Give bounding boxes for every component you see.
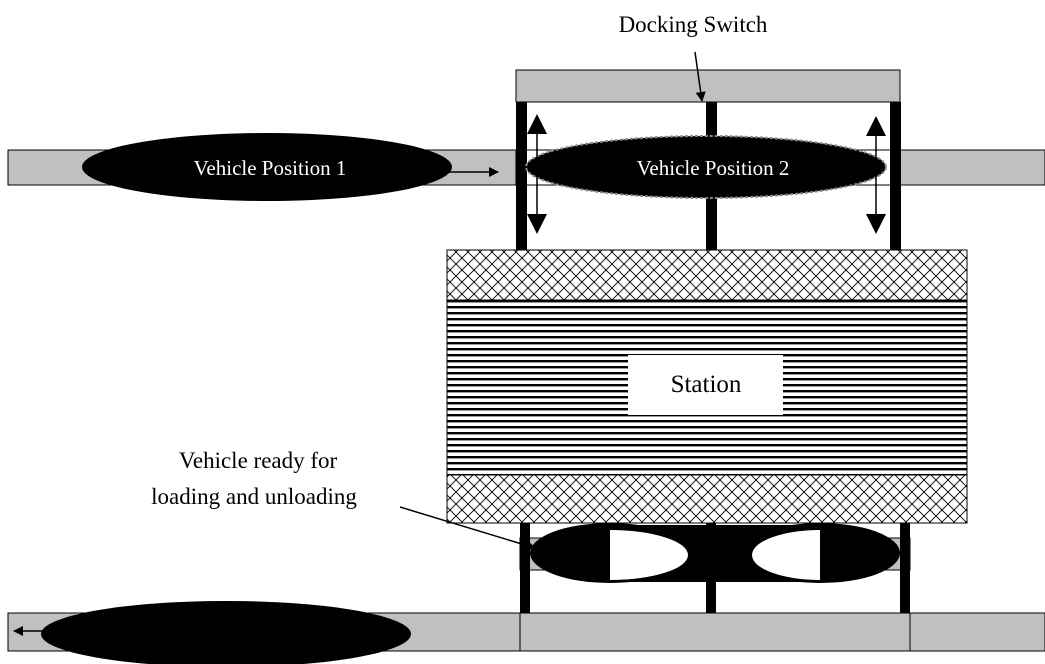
docking-post-left [516, 102, 527, 250]
vehicle-position-2 [525, 135, 887, 199]
station-bottom-hatch [446, 474, 968, 524]
docking-switch-pointer [694, 51, 706, 102]
departing-vehicle [41, 601, 411, 664]
docking-switch-label: Docking Switch [619, 12, 768, 37]
station-label: Station [671, 371, 742, 398]
lower-post-left [520, 523, 530, 615]
loading-vehicle-window-right [752, 530, 820, 580]
station-top-hatch [446, 249, 968, 301]
vehicle-ready-label-line-2: loading and unloading [151, 484, 357, 509]
vehicle-position-1 [82, 133, 452, 201]
vehicle-position-2-label: Vehicle Position 2 [637, 156, 790, 180]
docking-switch-bar [515, 69, 901, 103]
bottom-track-right [909, 612, 1045, 652]
lower-post-right [900, 523, 910, 615]
bottom-track-middle [519, 612, 911, 652]
vertical-double-arrow-left [527, 114, 547, 234]
loading-vehicle-window-left [610, 530, 688, 580]
docking-post-right [890, 102, 901, 250]
vehicle-ready-pointer [399, 506, 536, 551]
vehicle-ready-label-line-1: Vehicle ready for [179, 448, 338, 473]
top-track-right [899, 149, 1045, 186]
vertical-double-arrow-right [866, 116, 886, 234]
vehicle-position-1-label: Vehicle Position 1 [194, 156, 347, 180]
station-label-box [628, 355, 783, 415]
loading-vehicle [530, 523, 900, 583]
